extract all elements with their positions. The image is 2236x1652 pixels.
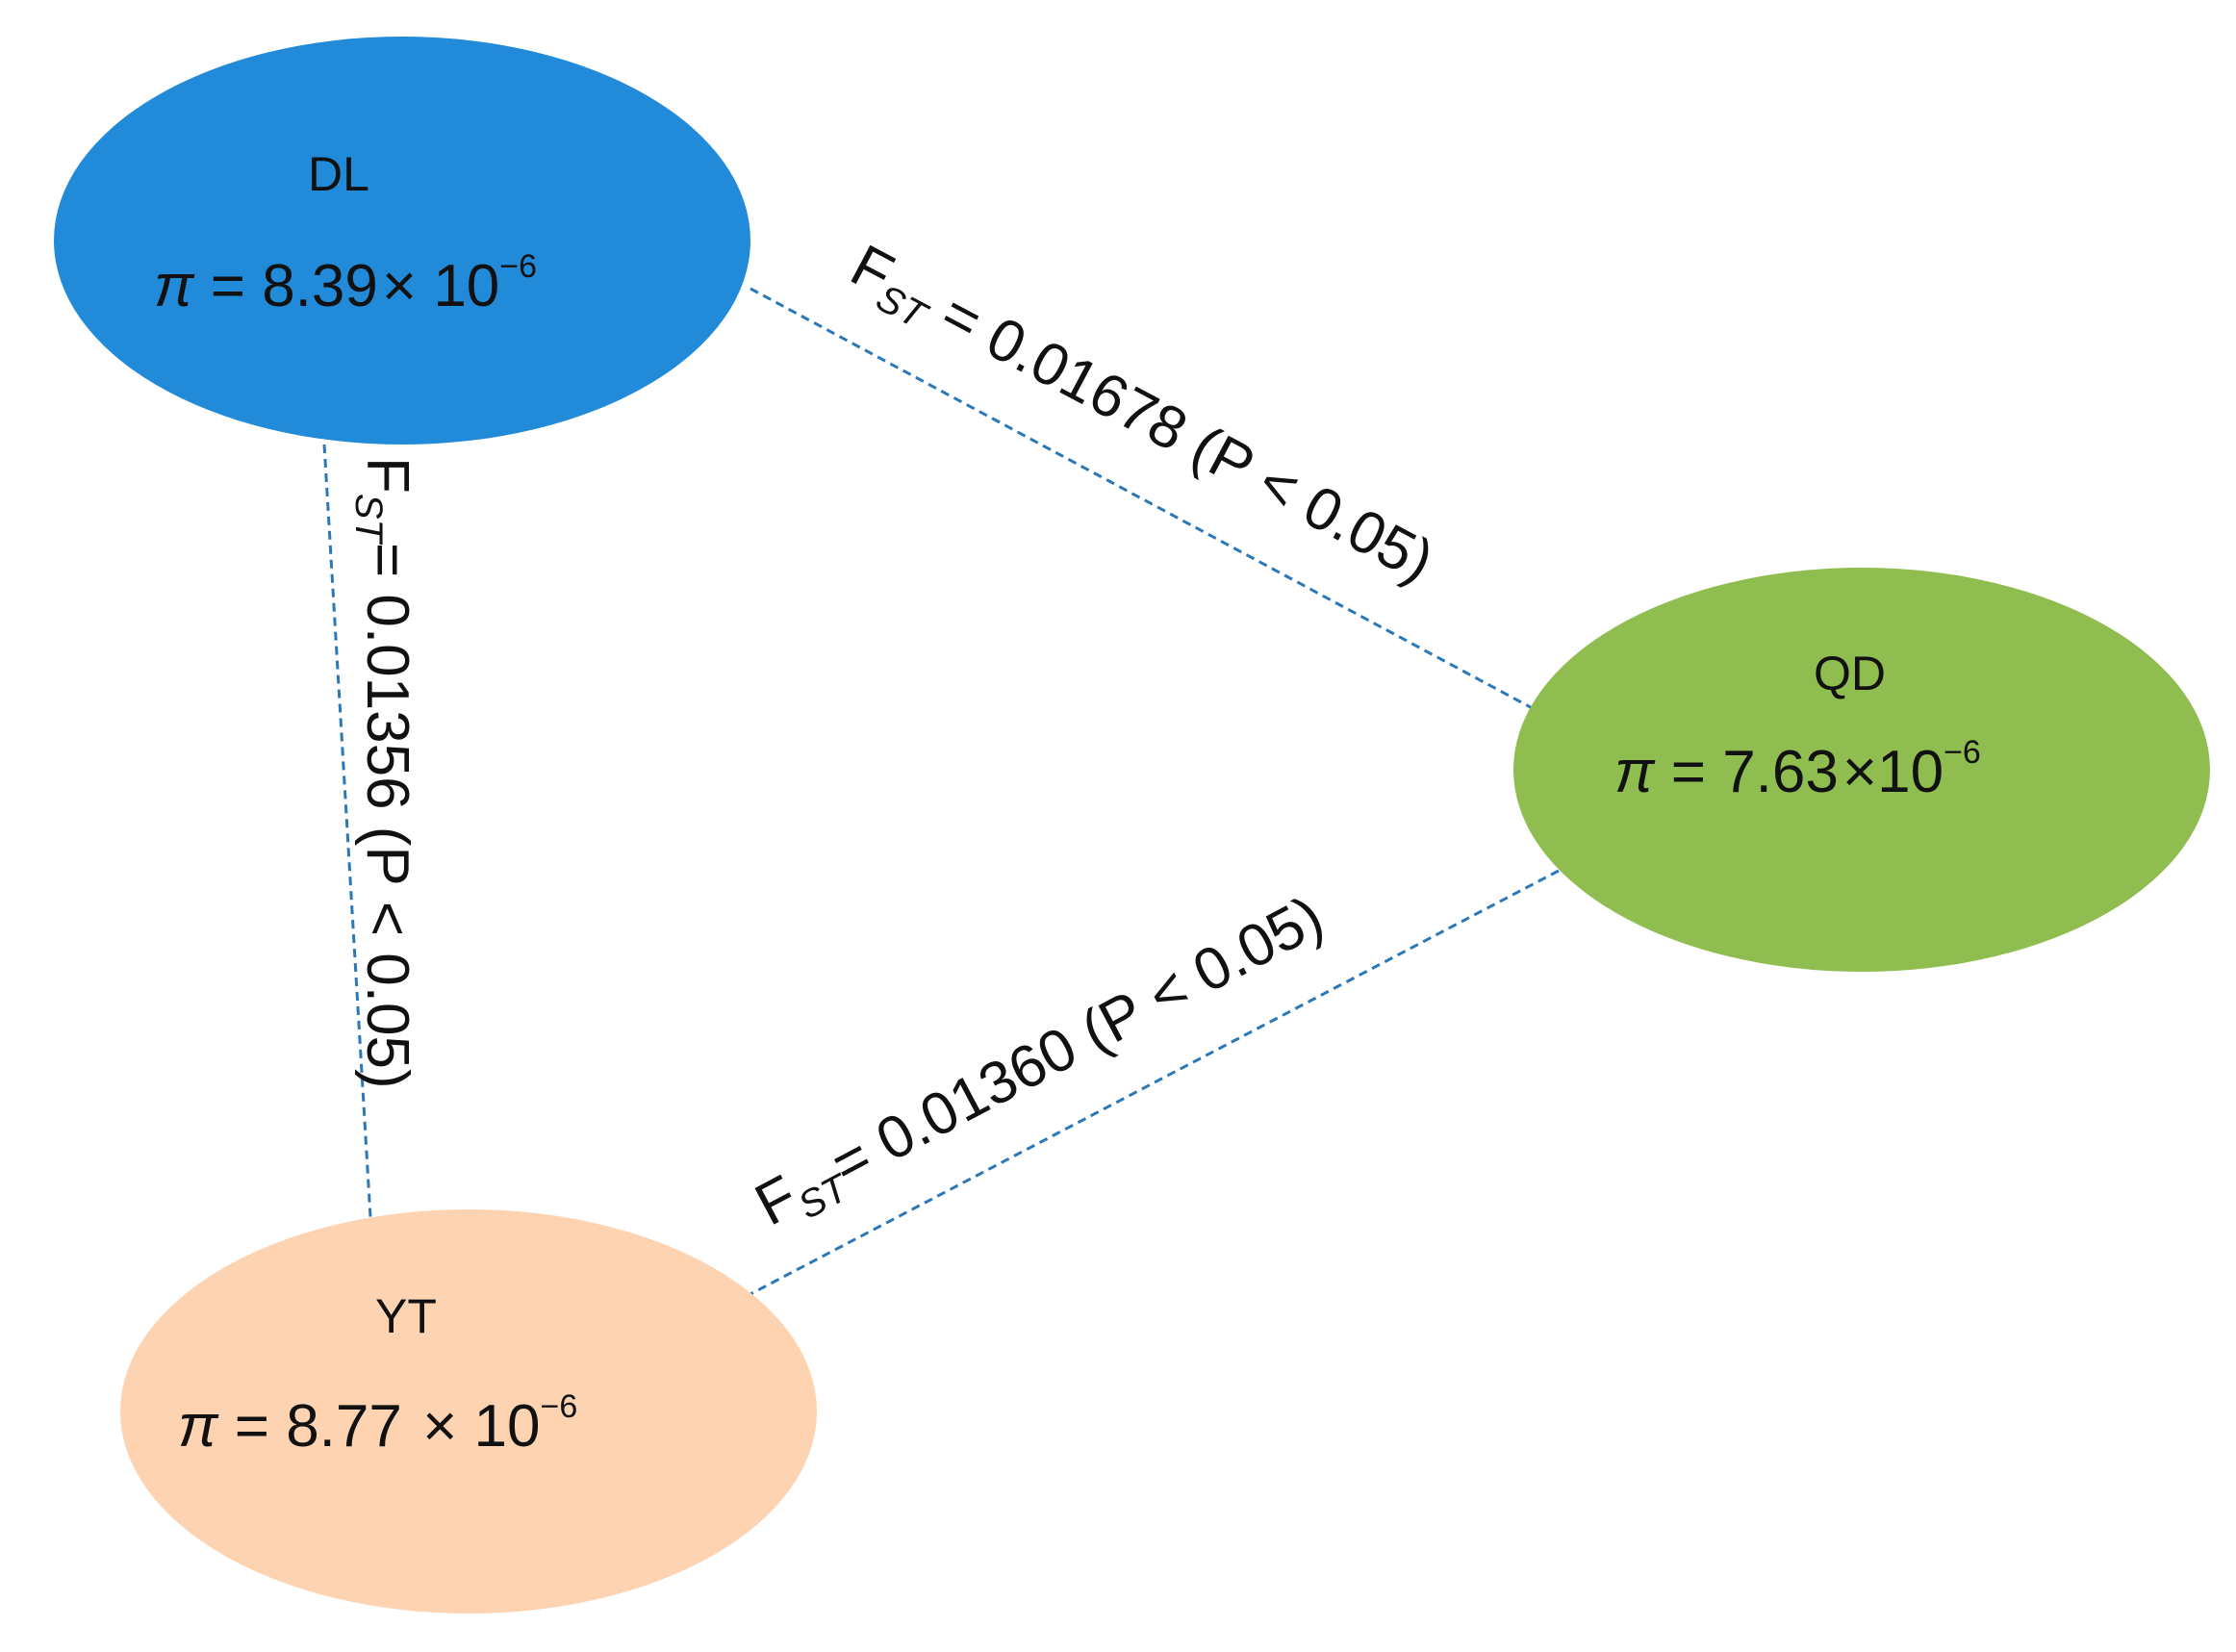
node-qd-diversity: π = 7.63×10−6 [1614, 734, 1981, 805]
times-sign: × [1842, 739, 1877, 805]
node-dl[interactable]: DL π = 8.39× 10−6 [54, 37, 750, 445]
node-qd[interactable]: QD π = 7.63×10−6 [1513, 568, 2210, 972]
node-yt[interactable]: YT π = 8.77 × 10−6 [120, 1209, 817, 1614]
pi-value: = 7.63 [1655, 739, 1839, 805]
power-exponent: −6 [541, 1388, 578, 1425]
fst-value: = 0.01678 (P < 0.05) [916, 272, 1444, 595]
pi-symbol: π [1614, 739, 1656, 805]
node-dl-diversity: π = 8.39× 10−6 [154, 248, 537, 319]
times-sign: × [422, 1393, 457, 1460]
node-yt-name: YT [375, 1289, 437, 1343]
link-dl-qd [750, 287, 1540, 714]
node-qd-ellipse [1513, 568, 2210, 972]
link-yt-qd [750, 869, 1560, 1296]
edge-label-yt-qd: FST= 0.01360 (P < 0.05) [745, 883, 1336, 1244]
fst-subscript: ST [347, 494, 390, 546]
node-yt-ellipse [120, 1209, 817, 1614]
node-qd-name: QD [1814, 647, 1886, 700]
pi-symbol: π [154, 253, 195, 319]
edge-label-dl-yt: FST= 0.01356 (P < 0.05) [347, 457, 420, 1089]
power-exponent: −6 [1944, 734, 1981, 771]
node-dl-ellipse [54, 37, 750, 445]
power-base: 10 [457, 1393, 540, 1460]
pi-value: = 8.39 [194, 253, 378, 319]
pi-value: = 8.77 [218, 1393, 419, 1460]
pi-symbol: π [178, 1393, 219, 1460]
edge-label-dl-qd: FST = 0.01678 (P < 0.05) [837, 232, 1444, 600]
node-yt-diversity: π = 8.77 × 10−6 [178, 1388, 577, 1460]
node-dl-name: DL [308, 147, 369, 201]
power-exponent: −6 [499, 248, 537, 285]
fst-value: = 0.01360 (P < 0.05) [821, 883, 1334, 1198]
power-base: 10 [417, 253, 499, 319]
times-sign: × [382, 253, 417, 319]
power-base: 10 [1877, 739, 1944, 805]
fst-value: = 0.01356 (P < 0.05) [354, 543, 420, 1089]
fst-f: F [354, 457, 420, 494]
